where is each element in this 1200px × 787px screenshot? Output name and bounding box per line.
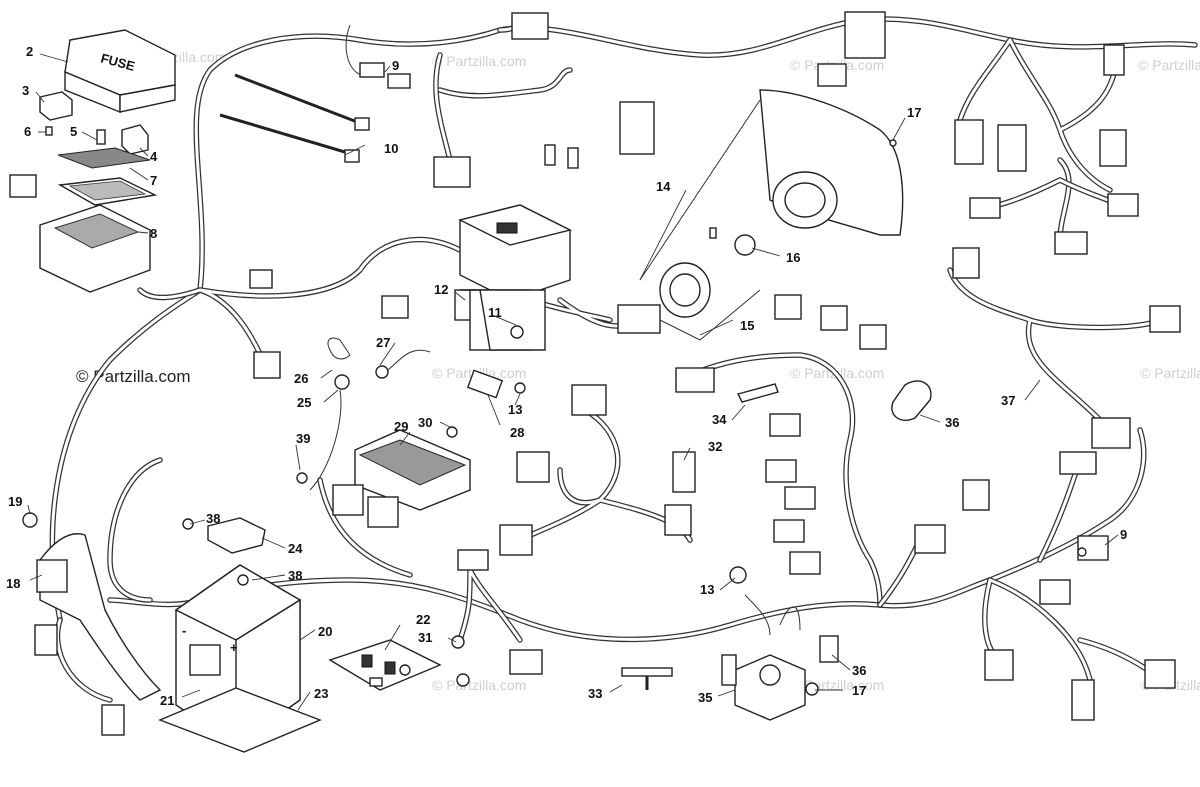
bolt [182,139,1087,696]
watermark: © Partzilla.com [1138,57,1200,73]
connector [433,12,655,188]
callout-13: 13 [508,402,522,417]
callout-30: 30 [418,415,432,430]
clamp [621,667,673,690]
fuse-mini [45,126,106,145]
callout-8: 8 [150,226,157,241]
callout-19: 19 [8,494,22,509]
callout-34: 34 [712,412,727,427]
callout-32: 32 [708,439,722,454]
callout-6: 6 [24,124,31,139]
callout-27: 27 [376,335,390,350]
clip [736,383,779,403]
watermark: © Partzilla.com [432,53,526,69]
callout-21: 21 [160,693,174,708]
battery-minus: - [182,623,186,638]
callout-26: 26 [294,371,308,386]
ring-terminals [309,337,504,491]
fuse-block [9,174,151,293]
callout-13: 13 [700,582,714,597]
callout-9: 9 [1120,527,1127,542]
callout-38: 38 [206,511,220,526]
callout-38: 38 [288,568,302,583]
ecu-module [332,429,471,528]
callout-14: 14 [656,179,671,194]
callout-31: 31 [418,630,432,645]
callout-20: 20 [318,624,332,639]
terminal-boot [819,380,932,663]
callout-17: 17 [852,683,866,698]
fuse-box-cover: FUSE [64,29,176,114]
gasket [57,147,158,206]
battery-plus: + [230,640,238,655]
connector [457,367,715,675]
watermark: © Partzilla.com [1140,365,1200,381]
connector [249,11,886,379]
callout-11: 11 [488,305,502,320]
relay-small [121,124,149,155]
bolt [451,635,470,687]
watermark: © Partzilla.com [432,677,526,693]
callout-10: 10 [384,141,398,156]
callout-15: 15 [740,318,754,333]
callout-3: 3 [22,83,29,98]
leader-lines [27,53,1119,711]
terminal-cover [207,517,266,554]
callout-17: 17 [907,105,921,120]
watermark-main: © Partzilla.com [76,367,191,386]
callout-18: 18 [6,576,20,591]
callout-35: 35 [698,690,712,705]
connector [952,44,1181,721]
callout-37: 37 [1001,393,1015,408]
watermarks: © Partzilla.com © Partzilla.com © Partzi… [76,49,1200,693]
callout-36: 36 [852,663,866,678]
callout-33: 33 [588,686,602,701]
callout-16: 16 [786,250,800,265]
relay [39,91,73,121]
bracket [460,289,546,394]
callout-4: 4 [150,149,158,164]
callout-25: 25 [297,395,311,410]
callout-29: 29 [394,419,408,434]
throttle-pedal [22,512,162,736]
connector-cluster [765,294,990,575]
hardware-kit [328,639,442,691]
fuse-holder [345,24,411,89]
battery: - + [158,564,322,753]
callout-9: 9 [392,58,399,73]
callouts: 2 3 4 5 6 7 8 9 9 10 11 12 13 13 14 15 1… [6,44,1127,708]
callout-36: 36 [945,415,959,430]
callout-2: 2 [26,44,33,59]
callout-22: 22 [416,612,430,627]
headlight-assembly [639,89,904,341]
callout-7: 7 [150,173,157,188]
cable-ties [219,73,370,163]
bulb [709,227,756,256]
solenoid [721,566,806,721]
callout-39: 39 [296,431,310,446]
callout-28: 28 [510,425,524,440]
callout-5: 5 [70,124,77,139]
callout-23: 23 [314,686,328,701]
callout-24: 24 [288,541,303,556]
callout-12: 12 [434,282,448,297]
